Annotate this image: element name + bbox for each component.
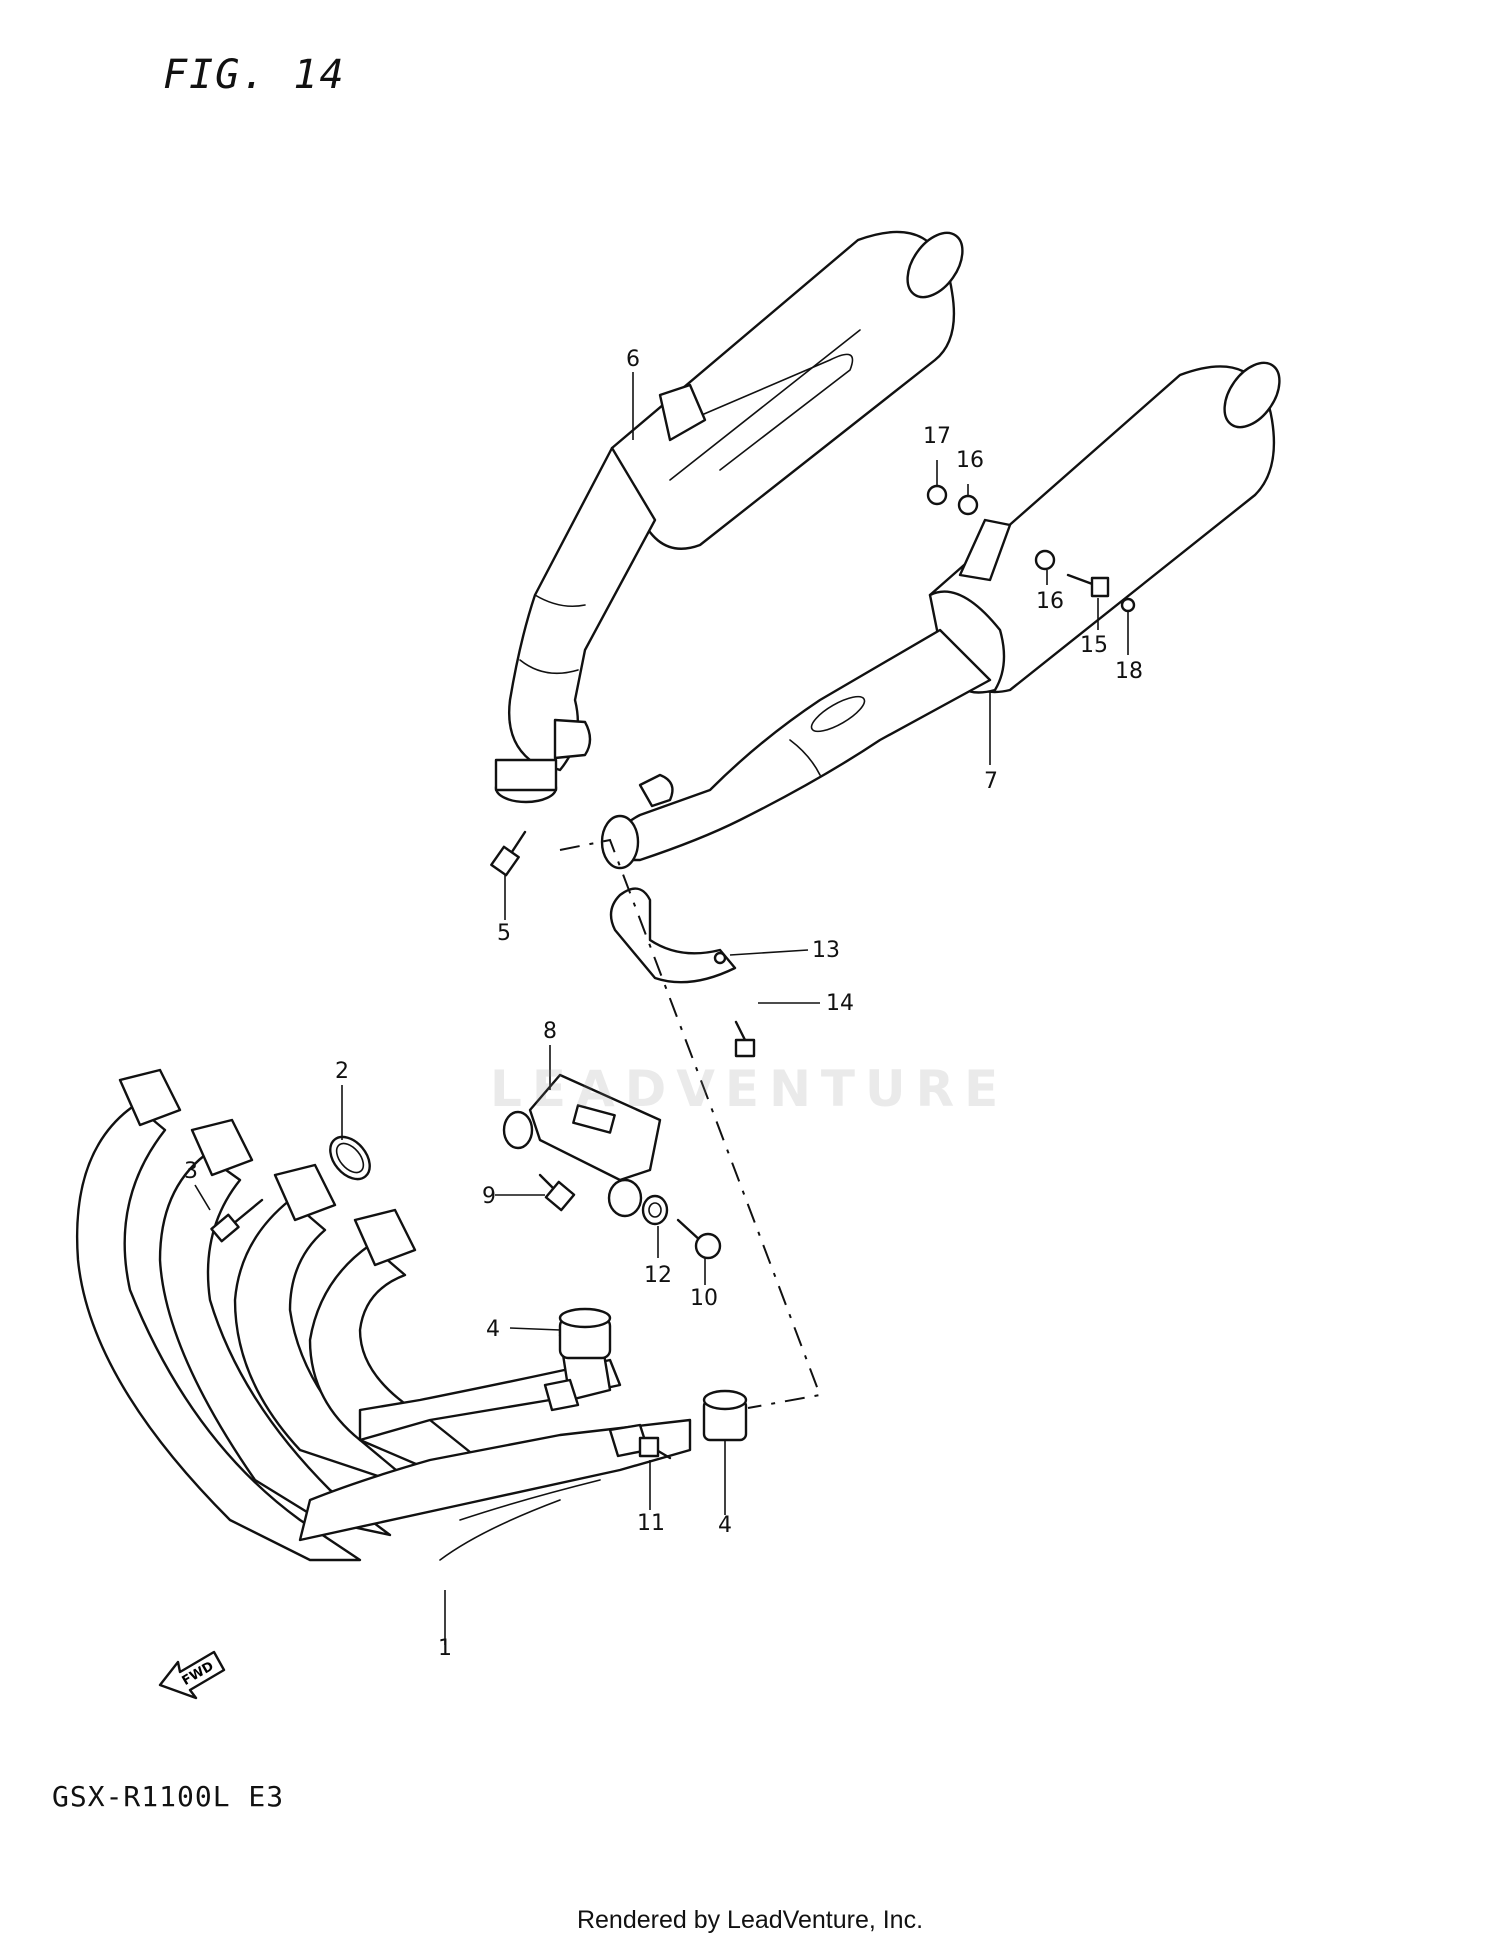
callout-17: 17 — [923, 424, 951, 449]
bracket-8[interactable] — [502, 1073, 662, 1218]
callout-2: 2 — [335, 1059, 349, 1084]
exhaust-header-pipes[interactable] — [76, 1068, 692, 1562]
callout-4-lower: 4 — [718, 1513, 732, 1538]
callout-1: 1 — [438, 1636, 452, 1661]
connector-4-upper[interactable] — [558, 1307, 612, 1360]
bolt-9[interactable] — [538, 1173, 576, 1212]
cap-18[interactable] — [1120, 597, 1136, 613]
fwd-arrow-icon: FWD — [158, 1650, 226, 1700]
leader-lines — [194, 372, 1129, 1645]
bracket-13[interactable] — [609, 887, 737, 984]
callout-16-upper: 16 — [956, 448, 984, 473]
washer-16-lower[interactable] — [1034, 549, 1056, 571]
connector-4-lower[interactable] — [702, 1389, 748, 1442]
callout-14: 14 — [826, 991, 854, 1016]
callout-4-upper: 4 — [486, 1317, 500, 1342]
nut-17[interactable] — [926, 484, 948, 506]
muffler-left[interactable] — [494, 223, 974, 804]
callout-7: 7 — [984, 769, 998, 794]
washer-16-upper[interactable] — [957, 494, 979, 516]
callout-5: 5 — [497, 921, 511, 946]
callout-9: 9 — [482, 1184, 496, 1209]
muffler-right[interactable] — [600, 353, 1291, 870]
watermark: LEADVENTURE — [490, 1060, 1009, 1118]
callout-8: 8 — [543, 1019, 557, 1044]
callout-15: 15 — [1080, 633, 1108, 658]
callout-16-lower: 16 — [1036, 589, 1064, 614]
callout-11: 11 — [637, 1511, 665, 1536]
gasket-2[interactable] — [322, 1129, 377, 1186]
bolt-15[interactable] — [1066, 573, 1110, 598]
bolt-5[interactable] — [490, 830, 527, 877]
model-label: GSX-R1100L E3 — [52, 1780, 285, 1813]
callout-18: 18 — [1115, 659, 1143, 684]
callout-13: 13 — [812, 938, 840, 963]
callout-3: 3 — [184, 1159, 198, 1184]
bolt-3[interactable] — [210, 1198, 264, 1243]
figure-title: FIG. 14 — [163, 52, 346, 98]
footer-credit: Rendered by LeadVenture, Inc. — [576, 1906, 924, 1934]
collar-12[interactable] — [641, 1194, 669, 1226]
bolt-11[interactable] — [638, 1436, 672, 1460]
callout-12: 12 — [644, 1263, 672, 1288]
bolt-10[interactable] — [676, 1218, 722, 1260]
bolt-14[interactable] — [734, 1020, 756, 1058]
callout-6: 6 — [626, 347, 640, 372]
callout-10: 10 — [690, 1286, 718, 1311]
